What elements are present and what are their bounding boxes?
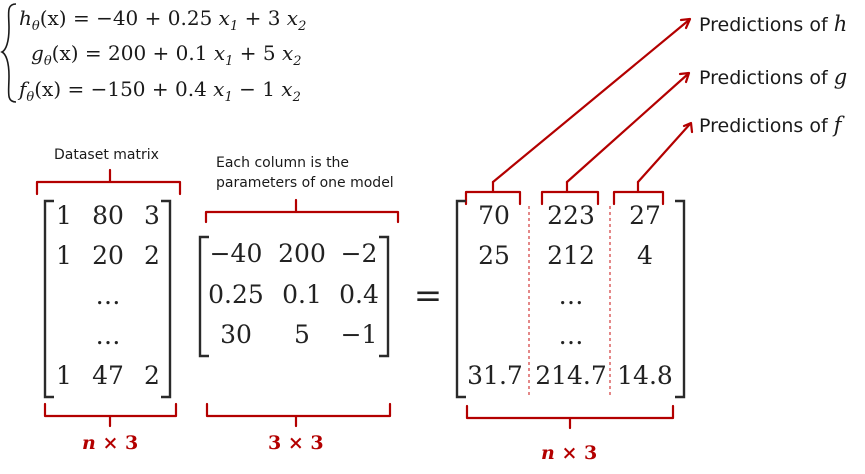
col1-top-brace (464, 180, 522, 206)
params-bottom-brace (205, 402, 392, 428)
params-cell: −40 (209, 239, 263, 268)
result-cell: 14.8 (617, 361, 673, 390)
result-ellipsis: … (558, 281, 584, 310)
equation-f: fθ(x) = −150 + 0.4 x1 − 1 x2 (19, 77, 301, 105)
result-right-bracket (675, 199, 686, 399)
dataset-cell: 1 (56, 241, 72, 270)
dataset-cell: 1 (56, 201, 72, 230)
dataset-ellipsis: … (95, 281, 121, 310)
params-cell: 0.4 (339, 280, 379, 309)
arrow-g (565, 72, 690, 184)
result-cell: 70 (478, 201, 510, 230)
params-cell: −2 (340, 239, 378, 268)
params-cell: 0.25 (208, 280, 264, 309)
params-cell: −1 (340, 320, 378, 349)
result-cell: 223 (547, 201, 595, 230)
dataset-cell: 80 (92, 201, 124, 230)
col2-top-brace (540, 180, 600, 206)
dataset-cell: 3 (144, 201, 160, 230)
params-label-line2: parameters of one model (216, 175, 394, 191)
col3-top-brace (612, 180, 665, 206)
params-dims-label: 3 × 3 (268, 432, 324, 454)
arrow-h (491, 18, 691, 184)
result-dims-label: n × 3 (541, 442, 598, 464)
predictions-h-label: Predictions of h (699, 12, 848, 36)
predictions-g-label: Predictions of g (699, 65, 848, 89)
equals-sign: = (413, 276, 443, 316)
dataset-cell: 1 (56, 361, 72, 390)
dataset-cell: 2 (144, 241, 160, 270)
dataset-left-bracket (43, 199, 54, 399)
dataset-cell: 47 (92, 361, 124, 390)
dataset-dims-label: n × 3 (82, 432, 139, 454)
params-label-line1: Each column is the (216, 155, 350, 171)
dataset-right-bracket (161, 199, 172, 399)
result-cell: 214.7 (535, 361, 607, 390)
params-cell: 5 (294, 320, 310, 349)
params-cell: 200 (278, 239, 326, 268)
result-cell: 31.7 (467, 361, 523, 390)
dataset-ellipsis: … (95, 321, 121, 350)
dataset-bottom-brace (43, 402, 178, 428)
params-right-bracket (379, 235, 390, 358)
arrow-f (636, 122, 692, 184)
equation-g: gθ(x) = 200 + 0.1 x1 + 5 x2 (31, 41, 302, 69)
result-cell: 25 (478, 241, 510, 270)
equation-h: hθ(x) = −40 + 0.25 x1 + 3 x2 (19, 6, 307, 34)
params-left-bracket (198, 235, 209, 358)
predictions-f-label: Predictions of f (699, 113, 842, 137)
params-top-brace (204, 198, 400, 224)
dataset-cell: 2 (144, 361, 160, 390)
dataset-matrix-label: Dataset matrix (54, 147, 159, 163)
params-cell: 0.1 (282, 280, 322, 309)
result-bottom-brace (465, 404, 675, 430)
result-cell: 212 (547, 241, 595, 270)
params-cell: 30 (220, 320, 252, 349)
result-ellipsis: … (558, 321, 584, 350)
result-left-bracket (455, 199, 466, 399)
result-cell: 4 (637, 241, 653, 270)
dataset-top-brace (35, 168, 182, 196)
dataset-cell: 20 (92, 241, 124, 270)
result-cell: 27 (629, 201, 661, 230)
